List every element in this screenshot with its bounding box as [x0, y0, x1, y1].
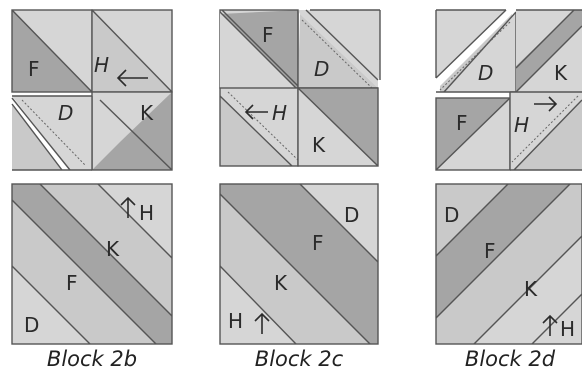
block-2d-bottom-d-label: D	[444, 203, 459, 227]
block-2b-top-f-label: F	[28, 57, 40, 81]
arrow-left-icon	[116, 69, 148, 87]
block-2b-bottom-h-label: H	[139, 201, 154, 225]
block-2c-bottom-h-label: H	[228, 309, 243, 333]
arrow-up-icon	[254, 312, 270, 334]
block-2c-top-d-label: D	[314, 57, 329, 81]
block-2b-top-unit: F H D K	[11, 9, 173, 171]
arrow-left-icon	[244, 104, 268, 120]
block-2d-top-unit: D K F H	[435, 9, 582, 171]
block-2d-top-k-label: K	[554, 61, 568, 85]
block-2d-bottom-k-label: K	[524, 277, 538, 301]
arrow-up-icon	[542, 314, 558, 336]
block-2c-caption: Block 2c	[255, 347, 344, 371]
block-2d: D K F H D F K H Block 2d	[435, 9, 582, 371]
arrow-up-icon	[120, 196, 136, 218]
block-2c-bottom-k-label: K	[274, 271, 288, 295]
block-2c-bottom-f-label: F	[312, 231, 324, 255]
block-2c: F D H K D F K H Block 2c	[219, 9, 381, 371]
block-2b-bottom-k-label: K	[106, 237, 120, 261]
block-2c-bottom-unit: D F K H	[219, 183, 379, 345]
block-2b-bottom-d-label: D	[24, 313, 39, 337]
block-2c-top-f-label: F	[262, 23, 274, 47]
block-2b-top-d-label: D	[58, 101, 73, 125]
block-2d-bottom-h-label: H	[560, 317, 575, 341]
block-2d-top-h-label: H	[514, 113, 529, 137]
block-2b-bottom-unit: H K F D	[11, 183, 173, 345]
block-2c-top-unit: F D H K	[219, 9, 381, 167]
block-2d-bottom-f-label: F	[484, 239, 496, 263]
arrow-right-icon	[534, 96, 558, 112]
block-2b-caption: Block 2b	[47, 347, 137, 371]
block-2b-top-k-label: K	[140, 101, 154, 125]
block-2b-bottom-f-label: F	[66, 271, 78, 295]
block-2d-top-d-label: D	[478, 61, 493, 85]
block-2d-bottom-unit: D F K H	[435, 183, 582, 345]
block-2b-top-h-label: H	[94, 53, 109, 77]
block-2d-top-f-label: F	[456, 111, 468, 135]
block-2b: F H D K H K F D Block 2b	[11, 9, 173, 371]
block-2d-caption: Block 2d	[465, 347, 556, 371]
block-2c-top-h-label: H	[272, 101, 287, 125]
block-2c-top-k-label: K	[312, 133, 326, 157]
block-2c-bottom-d-label: D	[344, 203, 359, 227]
